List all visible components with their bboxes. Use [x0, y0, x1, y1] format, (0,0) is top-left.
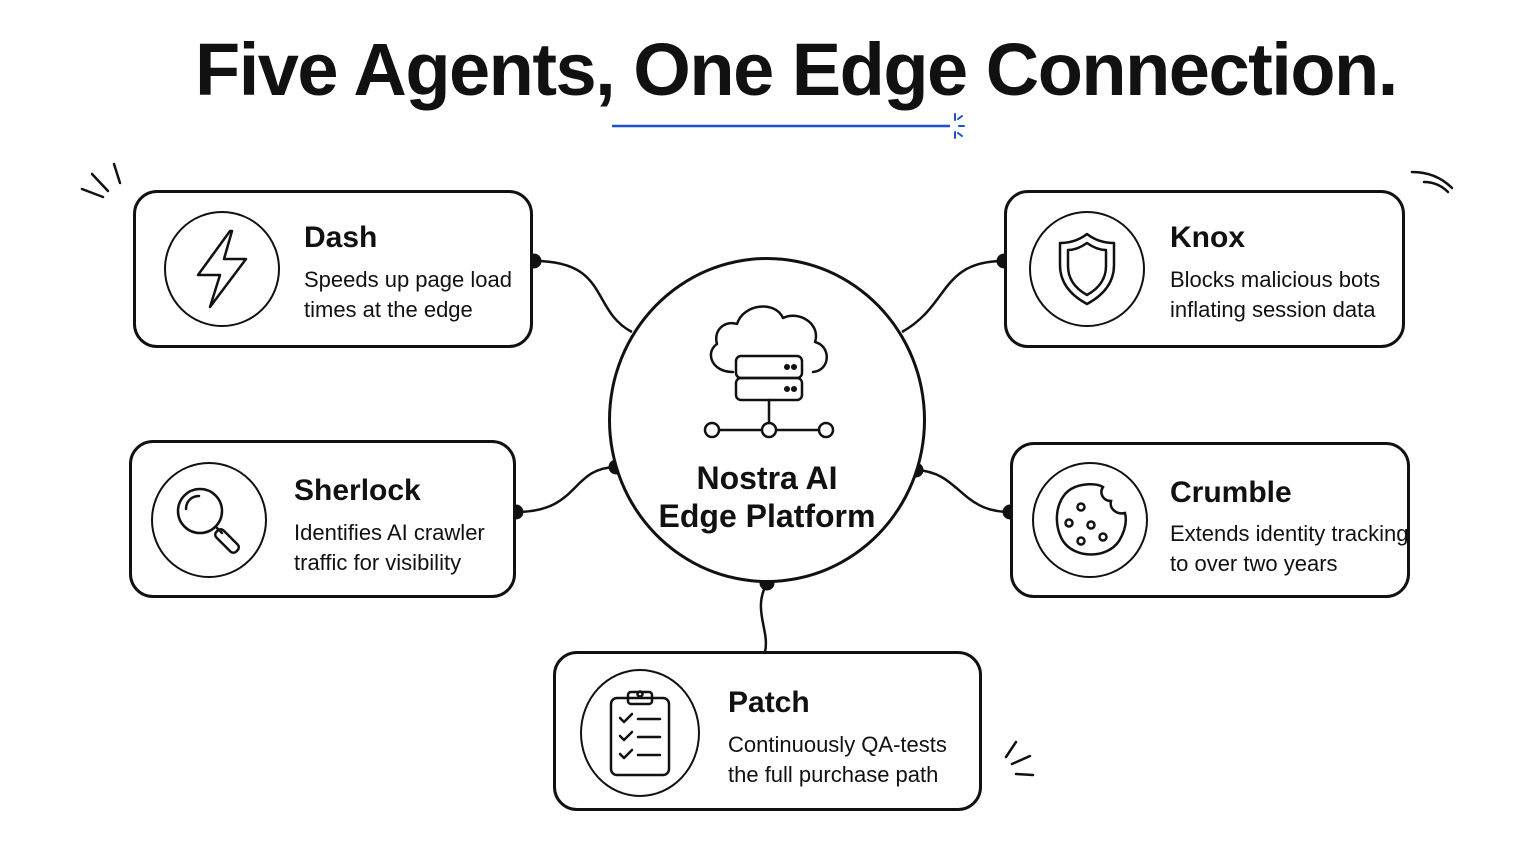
agent-card-dash[interactable]: Dash Speeds up page load times at the ed…	[133, 190, 533, 348]
agent-name: Knox	[1170, 221, 1245, 254]
agent-icon-ring	[164, 211, 280, 327]
agent-desc-line2: times at the edge	[304, 297, 473, 322]
agent-icon-ring	[151, 462, 267, 578]
connector-patch	[759, 582, 769, 653]
magnifier-icon	[176, 487, 241, 555]
agent-desc-line2: traffic for visibility	[294, 550, 462, 575]
hub-label-line1: Nostra AI	[696, 460, 838, 496]
clipboard-checklist-icon	[609, 690, 671, 777]
agent-icon-ring	[1032, 462, 1148, 578]
agent-name: Dash	[304, 221, 378, 254]
sparkle-accent	[954, 113, 965, 139]
agent-desc-line1: Blocks malicious bots	[1170, 267, 1381, 292]
connectors	[515, 259, 1011, 653]
agent-icon-ring	[1029, 211, 1145, 327]
cloud-server-network-icon	[703, 305, 835, 439]
agent-desc-line1: Extends identity tracking	[1170, 521, 1409, 546]
agent-icon-ring	[580, 669, 700, 797]
shield-icon	[1058, 232, 1116, 306]
agent-desc-line1: Identifies AI crawler	[294, 520, 485, 545]
hub-label-line2: Edge Platform	[658, 498, 876, 534]
connector-dash	[533, 259, 633, 334]
lightning-icon	[196, 229, 248, 309]
agent-desc-line1: Continuously QA-tests	[728, 732, 947, 757]
connector-crumble	[915, 468, 1011, 514]
agent-desc-line1: Speeds up page load	[304, 267, 512, 292]
agent-card-crumble[interactable]: Crumble Extends identity tracking to ove…	[1010, 442, 1410, 598]
agent-card-knox[interactable]: Knox Blocks malicious bots inflating ses…	[1004, 190, 1405, 348]
agent-desc-line2: to over two years	[1170, 551, 1338, 576]
agent-card-patch[interactable]: Patch Continuously QA-tests the full pur…	[553, 651, 982, 811]
agent-card-sherlock[interactable]: Sherlock Identifies AI crawler traffic f…	[129, 440, 516, 598]
connector-knox	[901, 259, 1005, 334]
agent-name: Patch	[728, 686, 810, 719]
page-title: Five Agents, One Edge Connection.	[195, 28, 1398, 111]
connector-sherlock	[515, 465, 617, 514]
agent-desc-line2: inflating session data	[1170, 297, 1376, 322]
decor-marks	[80, 162, 1454, 777]
hub-node: Nostra AI Edge Platform	[608, 257, 926, 583]
agent-name: Sherlock	[294, 474, 421, 507]
agent-desc-line2: the full purchase path	[728, 762, 939, 787]
cookie-icon	[1055, 483, 1127, 556]
agent-name: Crumble	[1170, 476, 1292, 509]
